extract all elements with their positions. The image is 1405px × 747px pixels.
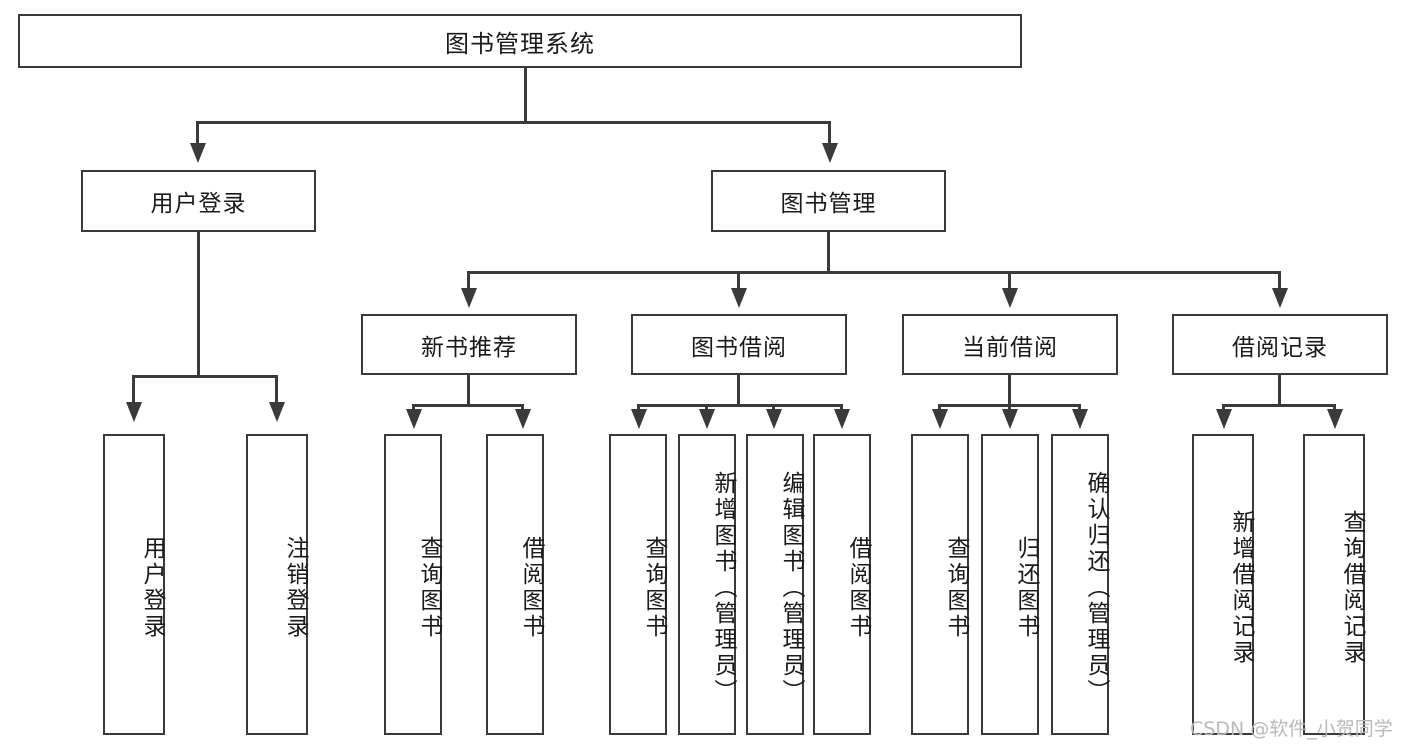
edge-nbr-bus xyxy=(412,404,524,407)
edge-cb-branch-3 xyxy=(1078,404,1081,410)
edge-book-management-down xyxy=(827,232,830,274)
arrow-icon-to-book-management xyxy=(822,143,838,163)
arrow-icon-leaf-query-record xyxy=(1327,409,1343,429)
node-leaf-add-record[interactable]: 新增借阅记录 xyxy=(1192,434,1254,735)
edge-cb-branch-2 xyxy=(1008,404,1011,410)
edge-br-branch-2 xyxy=(1333,404,1336,410)
node-leaf-query-record[interactable]: 查询借阅记录 xyxy=(1303,434,1365,735)
edge-br-down xyxy=(1278,375,1281,407)
arrow-icon-to-borrow-record xyxy=(1272,288,1288,308)
edge-user-login-bus xyxy=(132,375,278,378)
edge-root-down xyxy=(524,68,527,123)
edge-nbr-branch-1 xyxy=(412,404,415,410)
arrow-icon-leaf-confirm-return xyxy=(1072,409,1088,429)
arrow-icon-leaf-borrow-book-2 xyxy=(834,409,850,429)
arrow-icon-leaf-query-book-3 xyxy=(932,409,948,429)
arrow-icon-to-new-book-recommend xyxy=(461,288,477,308)
edge-br-branch-1 xyxy=(1222,404,1225,410)
edge-nbr-branch-2 xyxy=(521,404,524,410)
edge-root-bus xyxy=(196,121,831,124)
arrow-icon-leaf-return-book xyxy=(1002,409,1018,429)
node-leaf-borrow-book-2[interactable]: 借阅图书 xyxy=(813,434,871,735)
edge-user-login-branch-2 xyxy=(275,375,278,403)
arrow-icon-leaf-logout xyxy=(269,402,285,422)
edge-bm-branch-1 xyxy=(467,271,470,289)
arrow-icon-leaf-edit-book xyxy=(766,409,782,429)
node-leaf-return-book[interactable]: 归还图书 xyxy=(981,434,1039,735)
edge-cb-branch-1 xyxy=(938,404,941,410)
node-leaf-query-book-2[interactable]: 查询图书 xyxy=(609,434,667,735)
edge-root-to-book-management xyxy=(828,121,831,144)
node-leaf-edit-book[interactable]: 编辑图书（管理员） xyxy=(746,434,804,735)
edge-bm-branch-3 xyxy=(1008,271,1011,289)
node-leaf-confirm-return[interactable]: 确认归还（管理员） xyxy=(1051,434,1109,735)
edge-bm-branch-2 xyxy=(737,271,740,289)
edge-bb-bus xyxy=(637,404,843,407)
node-root-system[interactable]: 图书管理系统 xyxy=(18,14,1022,68)
edge-bb-branch-4 xyxy=(840,404,843,410)
node-leaf-user-login[interactable]: 用户登录 xyxy=(103,434,165,735)
node-leaf-logout[interactable]: 注销登录 xyxy=(246,434,308,735)
edge-br-bus xyxy=(1222,404,1336,407)
csdn-watermark: CSDN @软件_小贺同学 xyxy=(1190,718,1393,740)
node-leaf-borrow-book-1[interactable]: 借阅图书 xyxy=(486,434,544,735)
arrow-icon-leaf-add-book xyxy=(699,409,715,429)
arrow-icon-leaf-query-book-2 xyxy=(631,409,647,429)
edge-nbr-down xyxy=(467,375,470,407)
arrow-icon-leaf-borrow-book-1 xyxy=(515,409,531,429)
node-leaf-query-book-1[interactable]: 查询图书 xyxy=(384,434,442,735)
edge-bb-branch-2 xyxy=(705,404,708,410)
arrow-icon-to-user-login xyxy=(190,143,206,163)
node-new-book-recommend[interactable]: 新书推荐 xyxy=(361,314,577,375)
node-book-management[interactable]: 图书管理 xyxy=(711,170,946,232)
edge-bb-down xyxy=(737,375,740,407)
node-leaf-query-book-3[interactable]: 查询图书 xyxy=(911,434,969,735)
edge-bb-branch-3 xyxy=(772,404,775,410)
node-book-borrow[interactable]: 图书借阅 xyxy=(631,314,847,375)
edge-root-to-user-login xyxy=(196,121,199,144)
node-user-login[interactable]: 用户登录 xyxy=(81,170,316,232)
node-current-borrow[interactable]: 当前借阅 xyxy=(902,314,1118,375)
edge-user-login-branch-1 xyxy=(132,375,135,403)
arrow-icon-leaf-add-record xyxy=(1216,409,1232,429)
arrow-icon-leaf-query-book-1 xyxy=(406,409,422,429)
edge-user-login-down xyxy=(197,232,200,378)
node-leaf-add-book[interactable]: 新增图书（管理员） xyxy=(678,434,736,735)
edge-cb-down xyxy=(1008,375,1011,407)
node-borrow-record[interactable]: 借阅记录 xyxy=(1172,314,1388,375)
edge-bb-branch-1 xyxy=(637,404,640,410)
edge-bm-branch-4 xyxy=(1278,271,1281,289)
arrow-icon-to-book-borrow xyxy=(731,288,747,308)
arrow-icon-to-current-borrow xyxy=(1002,288,1018,308)
edge-book-management-bus xyxy=(467,271,1281,274)
arrow-icon-leaf-user-login xyxy=(126,402,142,422)
